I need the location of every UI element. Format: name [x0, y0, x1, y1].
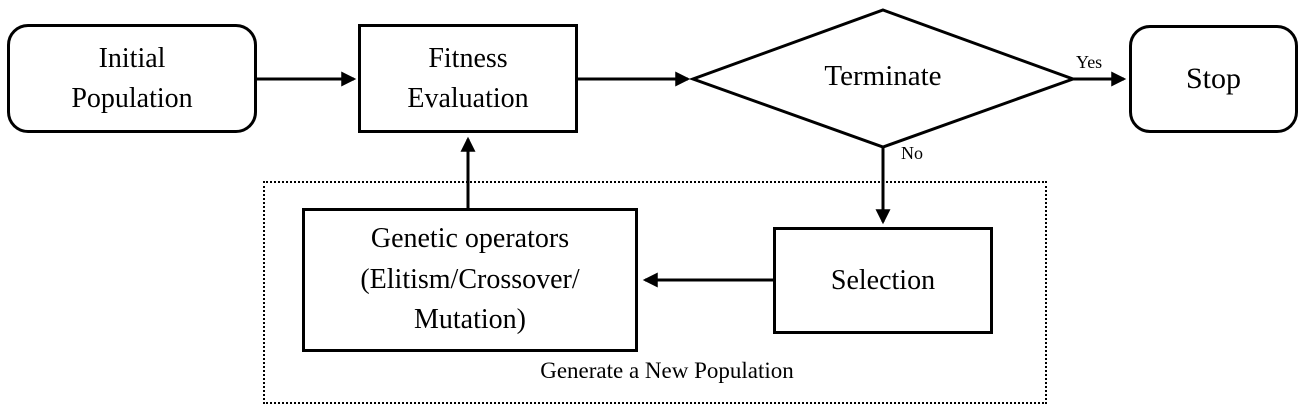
- node-selection-label: Selection: [830, 264, 936, 296]
- node-initial-population-label: Initial Population: [71, 42, 193, 114]
- node-genetic-operators-label: Genetic operators (Elitism/Crossover/ Mu…: [360, 223, 580, 336]
- node-selection: Selection: [773, 227, 993, 334]
- node-stop-label: Stop: [1185, 61, 1242, 95]
- edge-label-yes: Yes: [1076, 52, 1103, 72]
- node-initial-population: Initial Population: [7, 24, 257, 133]
- node-stop: Stop: [1129, 25, 1298, 133]
- node-genetic-operators: Genetic operators (Elitism/Crossover/ Mu…: [302, 208, 638, 352]
- generate-population-group: [263, 181, 1047, 404]
- node-fitness-evaluation: Fitness Evaluation: [358, 24, 578, 133]
- node-terminate-label: Terminate: [824, 60, 942, 92]
- edge-label-no: No: [901, 143, 923, 163]
- generate-population-caption: Generate a New Population: [540, 358, 794, 383]
- node-fitness-evaluation-label: Fitness Evaluation: [407, 42, 529, 114]
